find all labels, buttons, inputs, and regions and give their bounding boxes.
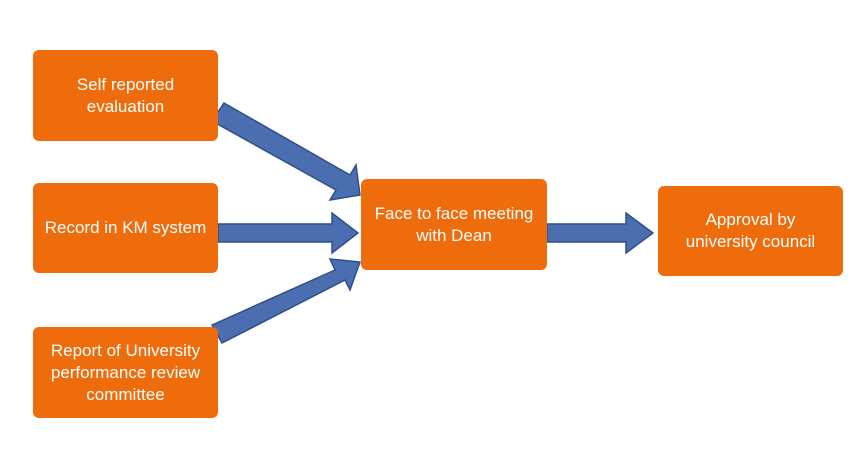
node-label: Approval by university council [686, 209, 815, 253]
node-label: Face to face meeting with Dean [375, 203, 534, 247]
arrow-meeting-to-approval [546, 211, 655, 255]
node-label-line: university council [685, 232, 816, 251]
node-approval-by-council: Approval by university council [658, 186, 843, 276]
node-label: Self reported evaluation [77, 74, 174, 118]
node-label-line: Record in KM system [44, 218, 207, 237]
arrow-km-to-meeting [217, 211, 360, 255]
node-label-line: Approval by [705, 210, 796, 229]
node-self-reported-evaluation: Self reported evaluation [33, 50, 218, 141]
node-label: Report of University performance review … [51, 340, 200, 406]
node-label-line: Self reported [76, 74, 175, 94]
node-label-line: committee [86, 384, 165, 404]
node-face-to-face-meeting: Face to face meeting with Dean [361, 179, 547, 270]
node-label-line: with Dean [416, 225, 492, 245]
node-label: Record in KM system [45, 217, 207, 239]
node-label-line: evaluation [86, 96, 165, 116]
node-label-line: performance review [50, 362, 201, 382]
node-record-in-km-system: Record in KM system [33, 183, 218, 273]
node-label-line: Face to face meeting [374, 203, 534, 223]
node-report-of-performance-review: Report of University performance review … [33, 327, 218, 418]
node-label-line: Report of University [50, 340, 201, 360]
arrow-self-to-meeting [210, 102, 361, 202]
arrow-report-to-meeting [210, 258, 362, 344]
